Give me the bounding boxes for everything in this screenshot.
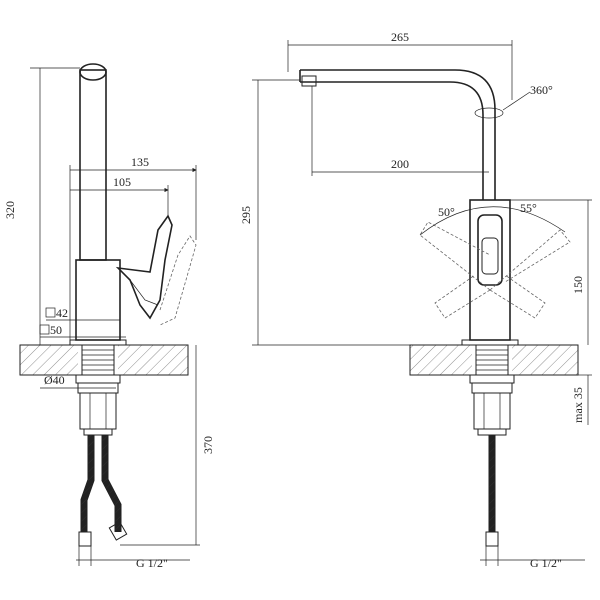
- dimension-150: 150: [510, 199, 592, 345]
- label-200: 200: [391, 157, 409, 171]
- dimension-295: 295: [239, 79, 410, 346]
- dimension-105: 105: [69, 165, 169, 345]
- label-thread-side: G 1/2": [136, 556, 168, 570]
- lever-swing-ghosts: [419, 206, 571, 319]
- label-angle-55: 55°: [520, 201, 537, 215]
- dimension-370: 370: [120, 345, 215, 546]
- label-max-35: max 35: [571, 387, 585, 423]
- label-thread-front: G 1/2": [530, 556, 562, 570]
- label-265: 265: [391, 30, 409, 44]
- shank-front: [469, 344, 515, 436]
- hoses-side: [78, 435, 128, 547]
- label-square-42: 42: [56, 306, 68, 320]
- faucet-body-front: [461, 199, 519, 346]
- dimension-320: 320: [3, 67, 80, 345]
- spout-front: [299, 69, 504, 200]
- dimension-265: 265: [287, 30, 513, 100]
- dimension-square-42: 42: [45, 306, 120, 321]
- faucet-body-side: [69, 63, 127, 346]
- label-320: 320: [3, 201, 17, 219]
- label-135: 135: [131, 155, 149, 169]
- dimension-thread-front: G 1/2": [480, 546, 585, 570]
- shank-side: [75, 344, 121, 436]
- label-dia-40: Ø40: [44, 373, 65, 387]
- label-105: 105: [113, 175, 131, 189]
- label-370: 370: [201, 436, 215, 454]
- lever-side: [115, 214, 197, 326]
- label-295: 295: [239, 206, 253, 224]
- dimension-angle-50: 50°: [438, 205, 455, 219]
- dimension-square-50: 50: [39, 323, 126, 338]
- label-square-50: 50: [50, 323, 62, 337]
- dimension-max-35: max 35: [571, 374, 592, 425]
- front-view: 265 360° 200 295 50° 55° 150: [239, 30, 592, 570]
- dimension-dia-40: Ø40: [40, 373, 116, 389]
- dimension-360: 360°: [502, 83, 553, 111]
- hose-front: [485, 435, 499, 547]
- label-360: 360°: [530, 83, 553, 97]
- dimension-135: 135: [70, 155, 197, 240]
- dimension-200: 200: [311, 86, 489, 176]
- label-150: 150: [571, 276, 585, 294]
- label-angle-50: 50°: [438, 205, 455, 219]
- dimension-thread-side: G 1/2": [76, 546, 190, 570]
- side-view: 320 135 105 42 50 Ø40: [3, 63, 215, 570]
- dimension-angle-55: 55°: [520, 201, 537, 215]
